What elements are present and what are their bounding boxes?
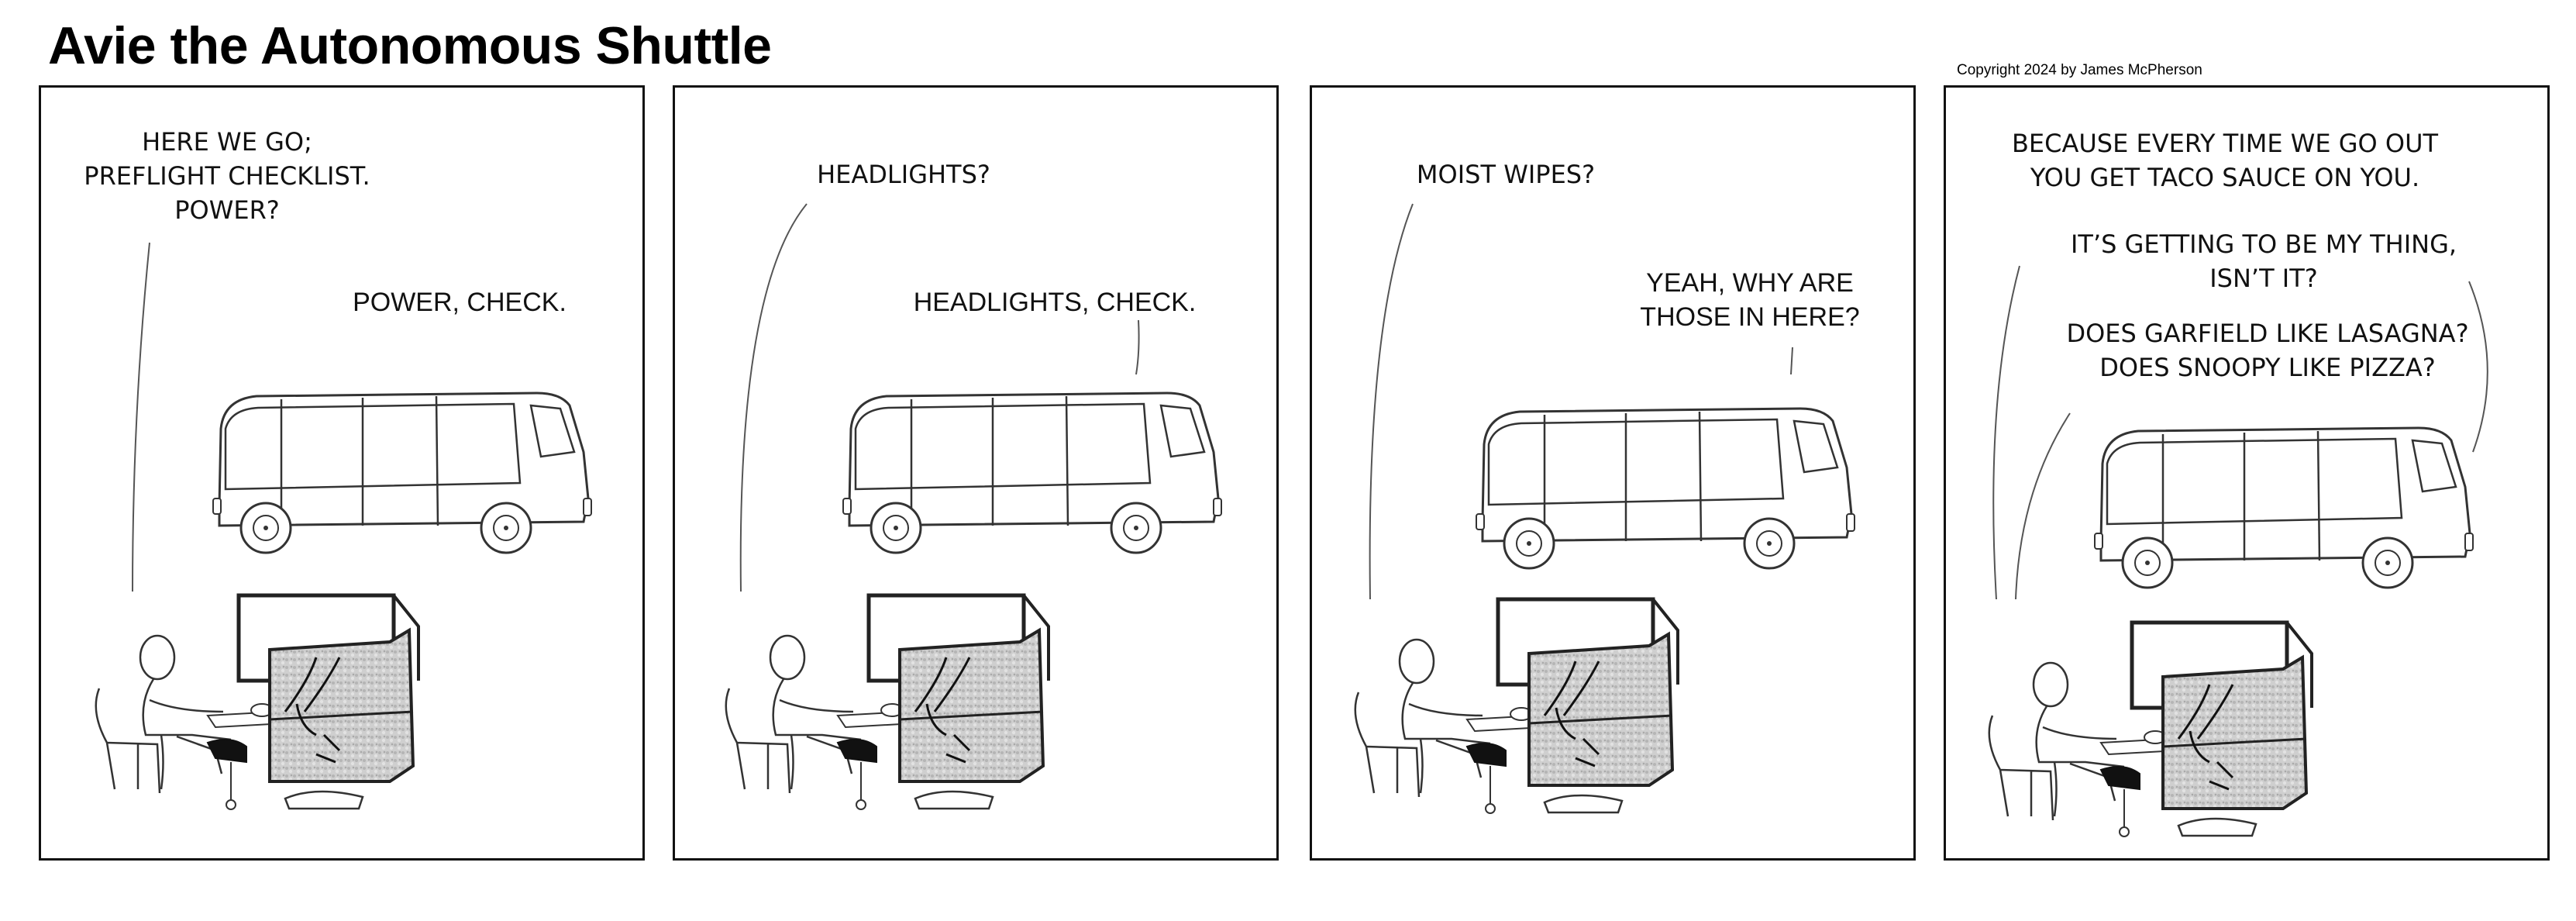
comic-panel-4: BECAUSE EVERY TIME WE GO OUT YOU GET TAC… [1944, 85, 2550, 861]
person-at-computer-icon [96, 595, 418, 809]
dialogue-line: ISN’T IT? [2209, 264, 2318, 293]
shuttle-dialogue: YEAH, WHY ARE THOSE IN HERE? [1618, 266, 1882, 334]
shuttle-van-icon [212, 392, 593, 554]
dialogue-line: HEADLIGHTS? [817, 160, 990, 189]
shuttle-van-icon [842, 392, 1223, 554]
dialogue-line: YEAH, WHY ARE [1646, 268, 1854, 298]
dialogue-line: DOES GARFIELD LIKE LASAGNA? [2066, 319, 2469, 348]
speech-tail [1135, 319, 1140, 375]
speech-tail [2015, 412, 2071, 600]
dialogue-line: HEADLIGHTS, CHECK. [913, 288, 1197, 317]
dialogue-line: PREFLIGHT CHECKLIST. [84, 161, 370, 191]
shuttle-dialogue-top: BECAUSE EVERY TIME WE GO OUT YOU GET TAC… [1985, 126, 2465, 195]
human-dialogue: HEADLIGHTS? [791, 157, 1016, 191]
speech-tail [2468, 281, 2488, 453]
dialogue-line: DOES SNOOPY LIKE PIZZA? [2099, 353, 2436, 382]
speech-tail [739, 203, 808, 592]
dialogue-line: BECAUSE EVERY TIME WE GO OUT [2011, 129, 2439, 158]
dialogue-line: IT’S GETTING TO BE MY THING, [2070, 229, 2457, 259]
human-dialogue: HERE WE GO; PREFLIGHT CHECKLIST. POWER? [80, 125, 374, 227]
dialogue-line: THOSE IN HERE? [1640, 302, 1860, 332]
panel-2-artwork [675, 203, 1223, 861]
person-at-computer-icon [1989, 623, 2312, 836]
panel-3-artwork [1312, 203, 1856, 861]
comic-panel-1: HERE WE GO; PREFLIGHT CHECKLIST. POWER? … [39, 85, 645, 861]
person-at-computer-icon [726, 595, 1049, 809]
panel-1-artwork [41, 242, 593, 861]
dialogue-line: MOIST WIPES? [1416, 160, 1596, 189]
shuttle-dialogue: HEADLIGHTS, CHECK. [884, 285, 1225, 319]
shuttle-van-icon [2093, 426, 2474, 589]
dialogue-line: POWER? [174, 195, 280, 225]
shuttle-dialogue: POWER, CHECK. [336, 285, 584, 319]
speech-tail [132, 242, 150, 592]
shuttle-van-icon [1475, 407, 1856, 570]
copyright-notice: Copyright 2024 by James McPherson [1957, 62, 2202, 78]
comic-panel-2: HEADLIGHTS? HEADLIGHTS, CHECK. [673, 85, 1279, 861]
person-at-computer-icon [1355, 599, 1678, 813]
speech-tail [1992, 265, 2020, 600]
human-dialogue: MOIST WIPES? [1390, 157, 1622, 191]
comic-panel-3: MOIST WIPES? YEAH, WHY ARE THOSE IN HERE… [1310, 85, 1916, 861]
human-dialogue: IT’S GETTING TO BE MY THING, ISN’T IT? [2039, 227, 2488, 295]
panel-4-artwork [1946, 265, 2488, 861]
comic-title: Avie the Autonomous Shuttle [48, 16, 772, 75]
dialogue-line: YOU GET TACO SAUCE ON YOU. [2030, 163, 2420, 192]
dialogue-line: HERE WE GO; [142, 127, 312, 157]
speech-tail [1790, 347, 1793, 375]
speech-tail [1369, 203, 1414, 600]
dialogue-line: POWER, CHECK. [353, 288, 567, 317]
shuttle-dialogue-bottom: DOES GARFIELD LIKE LASAGNA? DOES SNOOPY … [2016, 316, 2519, 385]
